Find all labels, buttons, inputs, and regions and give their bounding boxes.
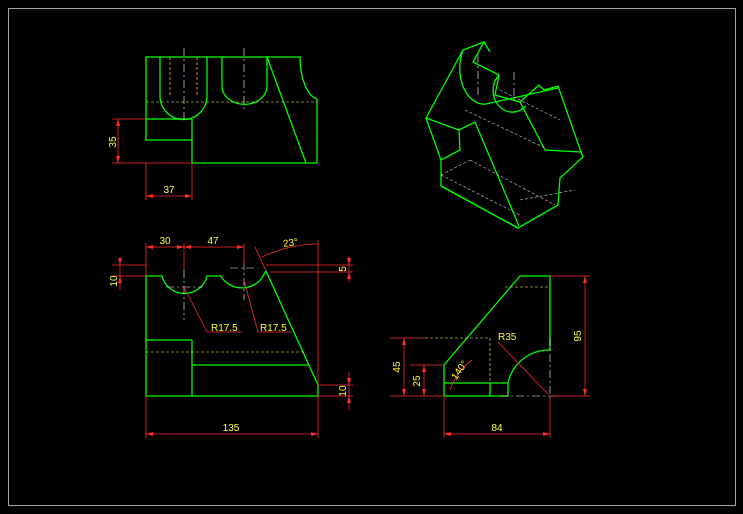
iso-hidden-line [469,159,556,206]
radius-right-label: R17.5 [260,323,287,334]
top-view: 35 37 [108,48,318,200]
top-view-slope [266,56,307,164]
dim-84-label: 84 [491,423,503,434]
dim-angle-arc [261,243,319,258]
dim-95-label: 95 [573,330,584,342]
radius-left-label: R17.5 [211,323,238,334]
iso-hidden-line [519,189,576,201]
dim-35-label: 35 [108,136,119,148]
top-view-arc-right [221,85,268,106]
side-view: 45 25 140° R35 95 84 [390,275,590,438]
dim-135-label: 135 [223,423,240,434]
iso-hidden-line [440,159,471,176]
dim-30-label: 30 [159,236,171,247]
dim-angle-label: 23° [282,237,299,250]
front-view: 30 47 23° 10 5 R17.5 R17.5 10 [109,236,353,438]
iso-hidden-line [464,109,546,149]
side-view-outline [443,275,551,397]
iso-hidden-line [499,89,561,121]
iso-arc-left [459,49,487,105]
dim-25-label: 25 [412,375,423,387]
top-view-arc-left [159,95,208,121]
top-view-outline [145,56,318,164]
iso-hidden-line [440,174,521,216]
radius-right-leader [243,279,259,333]
dim-45-label: 45 [392,361,403,373]
dim-140-label: 140° [450,359,471,382]
dim-5-label: 5 [338,266,349,272]
isometric-view [425,40,584,229]
dim-47-label: 47 [207,236,219,247]
radius-r35-leader [497,341,549,395]
iso-outline [425,40,584,229]
iso-arc-right [492,74,527,113]
radius-r35-label: R35 [498,332,517,343]
dim-10-right-label: 10 [338,385,349,397]
radius-left-leader [183,286,208,333]
drawing-border [8,8,736,506]
dim-37-label: 37 [163,185,175,196]
front-view-outline [145,269,319,397]
dim-10-left-label: 10 [109,275,120,287]
